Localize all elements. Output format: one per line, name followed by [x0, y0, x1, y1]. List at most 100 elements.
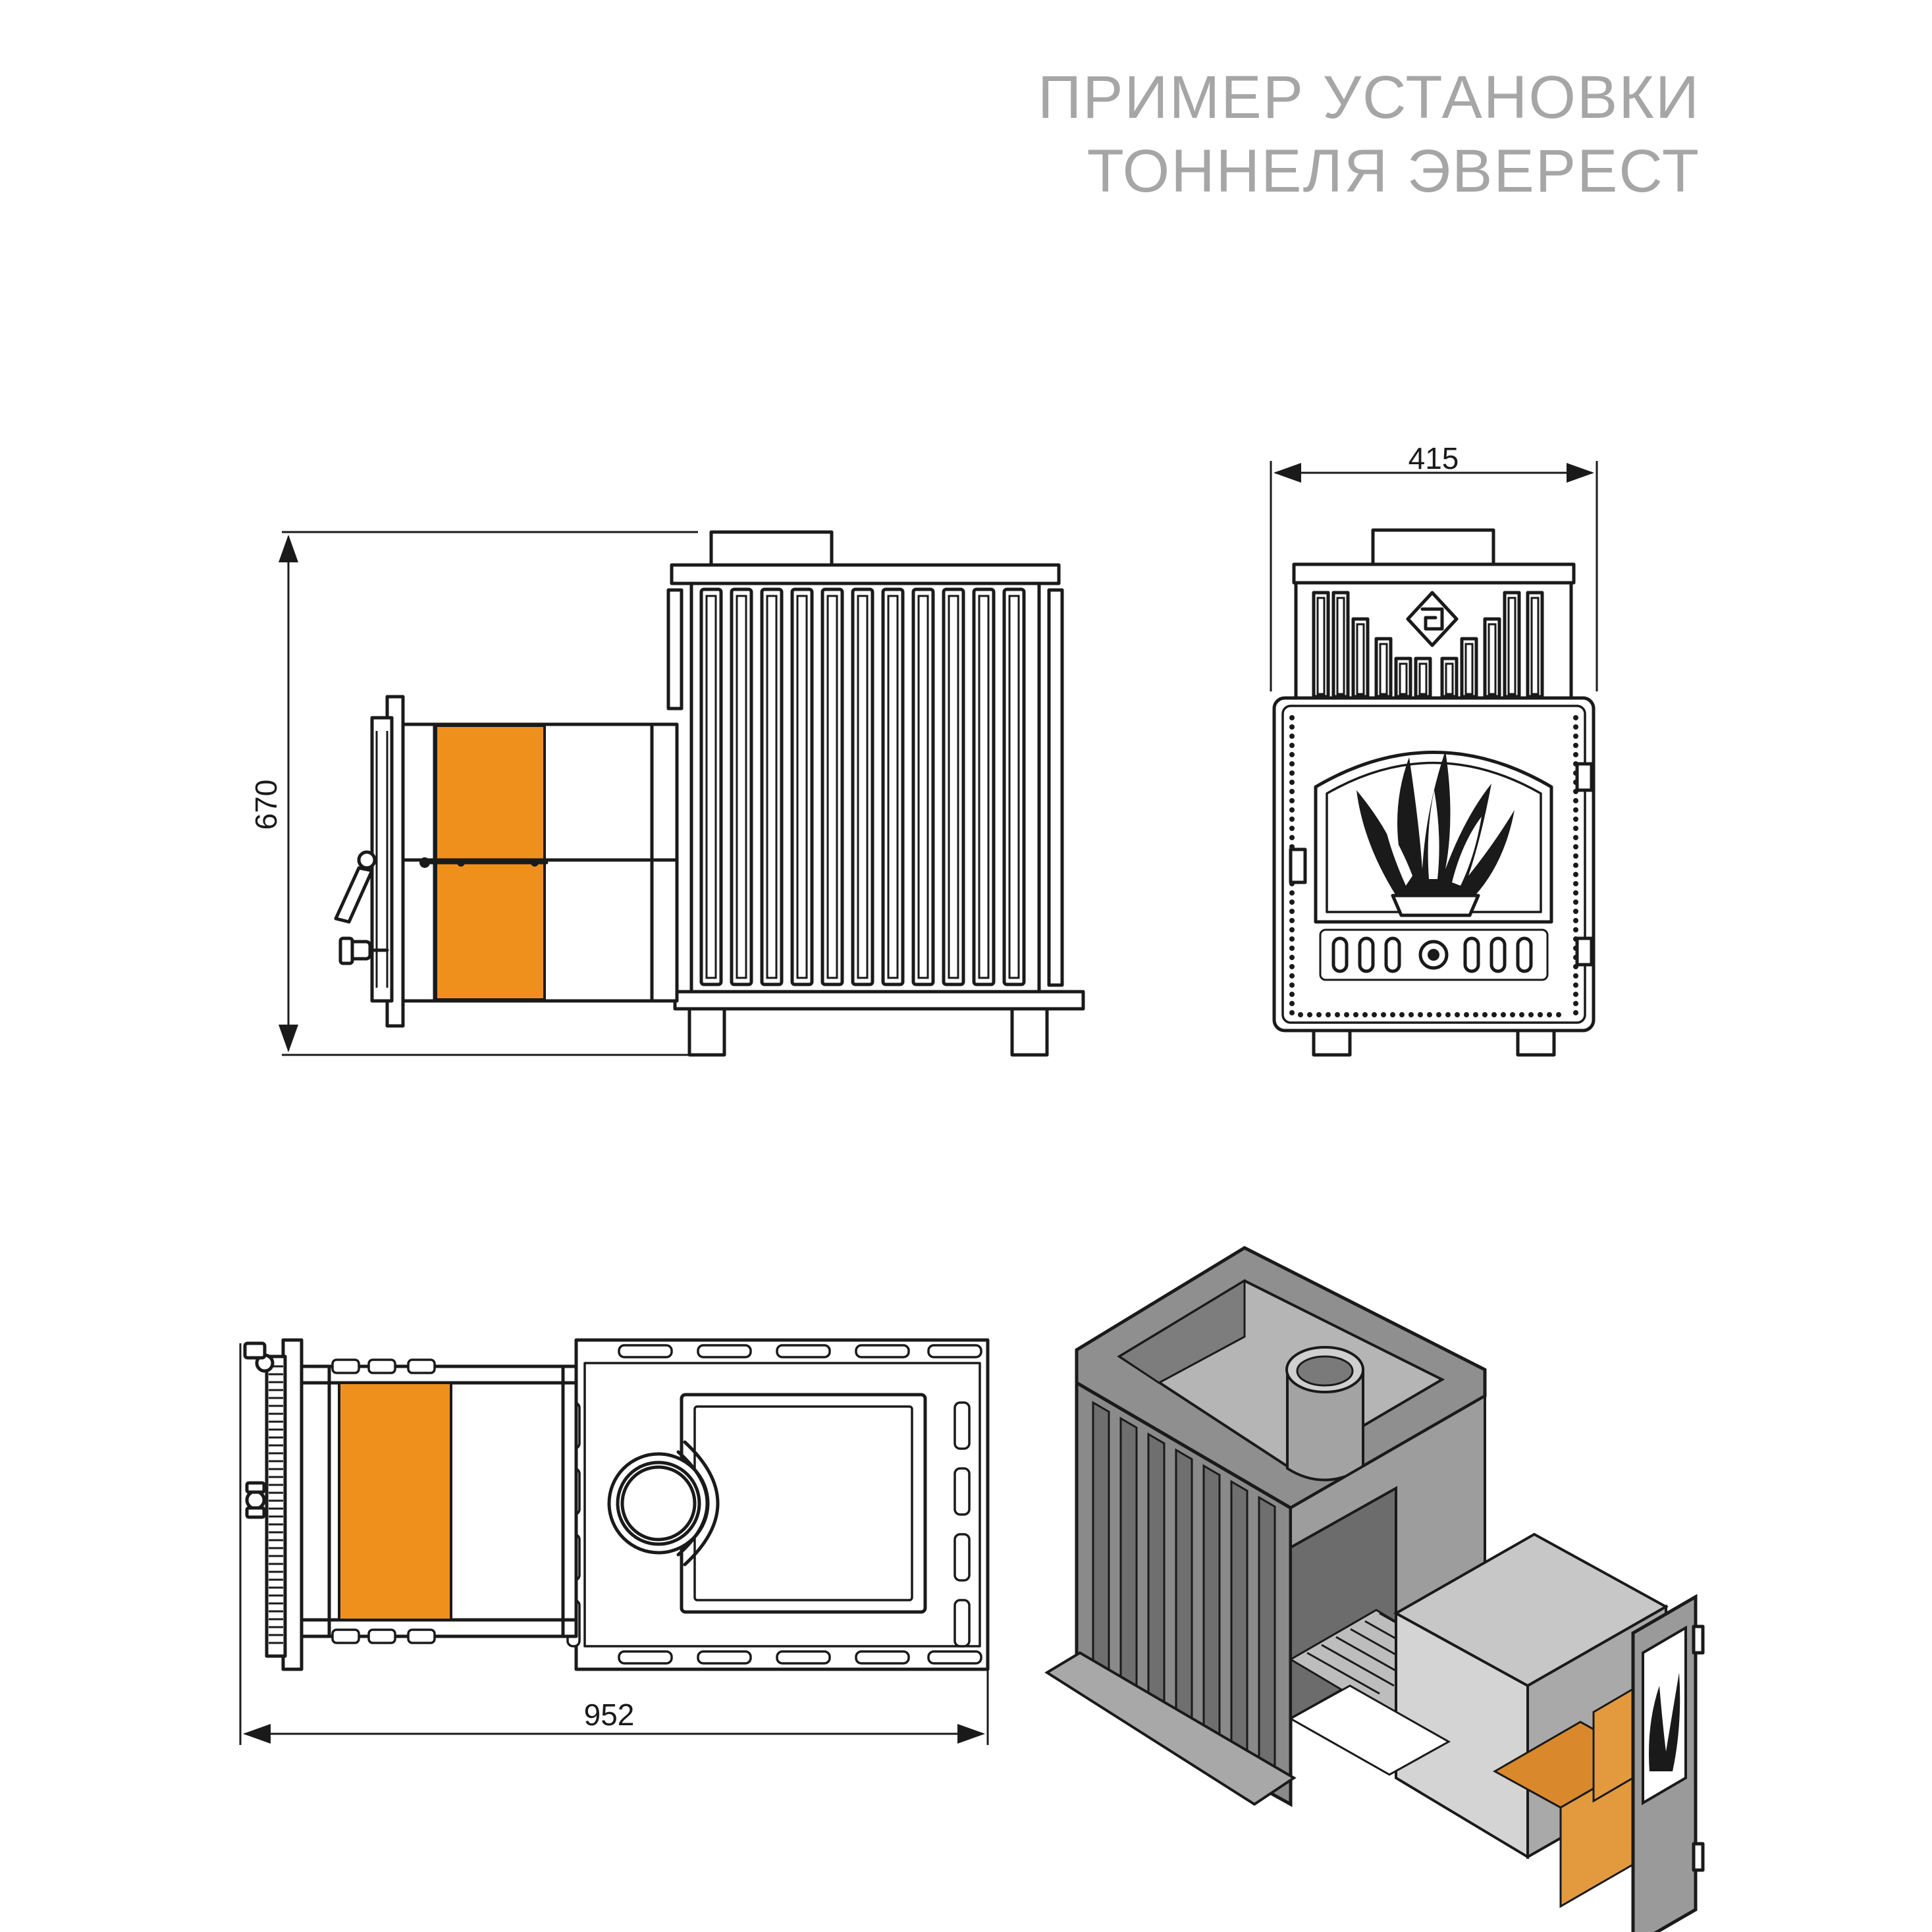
bead	[1427, 1012, 1432, 1017]
bead	[1399, 1012, 1405, 1017]
bead	[1418, 1012, 1423, 1017]
bead	[1573, 973, 1578, 979]
clamp	[367, 1358, 396, 1374]
bead	[1491, 1012, 1497, 1017]
bead	[1316, 1012, 1322, 1017]
dimension-height-label: 670	[249, 780, 283, 830]
leg-front-right	[1516, 1029, 1556, 1057]
dimension-front-width-label: 415	[1409, 441, 1459, 475]
bead	[1289, 817, 1295, 822]
door-vents	[1319, 928, 1549, 981]
rib-inner	[887, 595, 899, 979]
brand-logo	[1406, 591, 1459, 647]
top-rib	[618, 1344, 673, 1358]
bead	[1573, 982, 1578, 988]
side-ribs	[699, 587, 1026, 986]
bead	[1289, 973, 1295, 979]
vent-slot	[1516, 936, 1533, 973]
base-plate	[673, 990, 1085, 1011]
bead	[1381, 1012, 1386, 1017]
top-rib	[855, 1650, 910, 1665]
bead	[1289, 899, 1295, 905]
top-rib	[927, 1650, 982, 1665]
bead	[1289, 992, 1295, 997]
bead	[1573, 881, 1578, 886]
bead	[1326, 1012, 1331, 1017]
bead	[1573, 807, 1578, 813]
bead	[1473, 1012, 1478, 1017]
rib	[1483, 617, 1501, 699]
bead	[1289, 724, 1295, 730]
bead	[1573, 817, 1578, 822]
rib	[1374, 637, 1393, 699]
vent-slot	[1358, 936, 1375, 973]
bead	[1528, 1012, 1534, 1017]
clamp	[407, 1358, 436, 1374]
bead	[1573, 909, 1578, 914]
rib-inner	[917, 595, 929, 979]
grate-bar	[1321, 1644, 1395, 1687]
top-rib	[927, 1344, 982, 1358]
bead	[1573, 1001, 1578, 1006]
rib-inner	[826, 595, 838, 979]
bead	[1289, 807, 1295, 813]
rib-inner	[857, 595, 869, 979]
bead	[1573, 918, 1578, 923]
bead	[1390, 1012, 1395, 1017]
door-latch-handle	[334, 850, 377, 924]
rib-inner	[948, 595, 959, 979]
rib	[699, 587, 723, 986]
bead	[1409, 1012, 1414, 1017]
bead	[1573, 724, 1578, 730]
vent-slot	[1384, 936, 1401, 973]
rib	[972, 587, 996, 986]
bead	[1298, 1012, 1303, 1017]
rib-inner	[766, 595, 778, 979]
bead	[1289, 752, 1295, 757]
top-rib	[953, 1533, 971, 1582]
side-fin-right	[1047, 588, 1064, 987]
bead	[1289, 715, 1295, 720]
tunnel-clamps	[331, 1358, 436, 1644]
rib-inner	[705, 595, 717, 979]
clamp	[407, 1628, 436, 1644]
bead	[1538, 1012, 1543, 1017]
bead	[1573, 734, 1578, 739]
bead	[1573, 899, 1578, 905]
bead	[1573, 715, 1578, 720]
bead	[1436, 1012, 1441, 1017]
bead	[1289, 780, 1295, 785]
bead	[1353, 1012, 1358, 1017]
bead	[1573, 752, 1578, 757]
bead	[1289, 835, 1295, 840]
rib	[1230, 1480, 1248, 1760]
dimension-length-label: 952	[584, 1698, 635, 1732]
bead	[1573, 743, 1578, 748]
rib	[881, 587, 905, 986]
cutaway-view	[1044, 1246, 1705, 1932]
clamp	[331, 1628, 360, 1644]
dimension-height: 670	[249, 531, 698, 1056]
bead	[1289, 909, 1295, 914]
rib	[1312, 591, 1330, 699]
diagram-title: ПРИМЕР УСТАНОВКИ ТОННЕЛЯ ЭВЕРЕСТ	[1038, 61, 1700, 208]
top-rib	[618, 1650, 673, 1665]
rib	[1331, 591, 1350, 699]
top-plate	[670, 563, 1061, 585]
hinge-top	[1575, 762, 1594, 792]
bead	[1519, 1012, 1524, 1017]
bead	[1289, 743, 1295, 748]
hinge-bottom	[1575, 936, 1594, 967]
bead	[1482, 1012, 1488, 1017]
insulation-layer-top	[338, 1382, 452, 1621]
bead	[1547, 1012, 1552, 1017]
rib	[1092, 1401, 1110, 1681]
top-rib	[776, 1650, 831, 1665]
bead	[1501, 1012, 1506, 1017]
bead	[1289, 918, 1295, 923]
rib	[851, 587, 874, 986]
bead	[1573, 927, 1578, 932]
leg-right	[1010, 1007, 1049, 1057]
top-rib	[953, 1467, 971, 1516]
